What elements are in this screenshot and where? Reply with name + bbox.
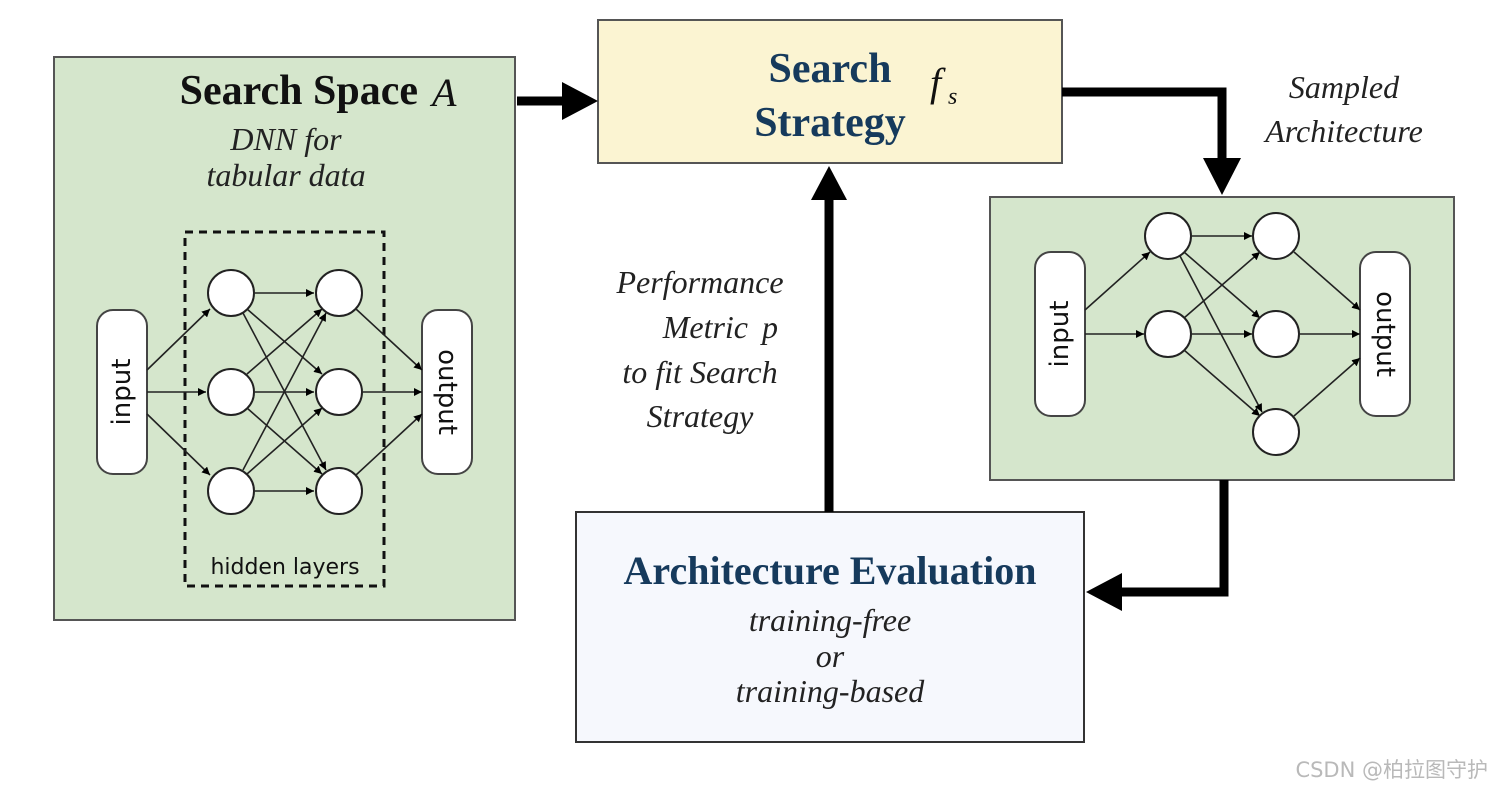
- neuron-l2-1: [315, 269, 363, 317]
- sampled-neuron-l2-1: [1252, 212, 1300, 260]
- search-space-panel: Search Space A DNN for tabular data hidd…: [53, 56, 516, 621]
- neuron-l1-3: [207, 467, 255, 515]
- watermark: CSDN @柏拉图守护: [1295, 758, 1488, 782]
- search-strategy-box: [597, 19, 1063, 164]
- arrow-strategy-to-sampled: [1062, 87, 1241, 195]
- arrow-evaluation-to-strategy: [811, 166, 847, 512]
- evaluation-line-1: training-free: [749, 602, 911, 638]
- search-space-subtitle-1: DNN for: [229, 121, 342, 157]
- evaluation-line-3: training-based: [736, 673, 925, 709]
- sampled-output-label: output: [1370, 291, 1400, 377]
- search-strategy-panel: Search Strategy f s: [597, 19, 1063, 164]
- neuron-l1-1: [207, 269, 255, 317]
- performance-line-3: to fit Search: [622, 354, 777, 390]
- sampled-neuron-l2-3: [1252, 408, 1300, 456]
- hidden-layers-box: [183, 230, 386, 588]
- sampled-neuron-l1-1: [1144, 212, 1192, 260]
- architecture-evaluation-box: [575, 511, 1085, 743]
- performance-label: Performance Metric p to fit Search Strat…: [615, 264, 783, 434]
- search-strategy-title-1: Search: [769, 46, 892, 92]
- input-label: input: [107, 359, 137, 426]
- search-space-subtitle-2: tabular data: [206, 157, 365, 193]
- sampled-edges: [1084, 232, 1361, 417]
- search-strategy-symbol-sub: s: [948, 84, 957, 110]
- search-space-title: Search Space: [180, 68, 418, 114]
- sampled-label-1: Sampled: [1289, 69, 1400, 105]
- neuron-l2-3: [315, 467, 363, 515]
- performance-line-4: Strategy: [647, 398, 754, 434]
- search-space-edges: [146, 289, 423, 495]
- performance-symbol: p: [760, 309, 778, 345]
- sampled-input-label: input: [1045, 301, 1075, 368]
- hidden-layers-label: hidden layers: [210, 555, 359, 580]
- sampled-neuron-l2-2: [1252, 310, 1300, 358]
- architecture-evaluation-panel: Architecture Evaluation training-free or…: [575, 511, 1085, 743]
- sampled-architecture-panel: Sampled Architecture input output: [989, 69, 1455, 481]
- neuron-l1-2: [207, 368, 255, 416]
- evaluation-title: Architecture Evaluation: [624, 548, 1037, 593]
- search-space-symbol: A: [429, 70, 457, 115]
- sampled-neuron-l1-2: [1144, 310, 1192, 358]
- performance-line-2: Metric: [662, 309, 748, 345]
- evaluation-line-2: or: [816, 638, 845, 674]
- arrow-space-to-strategy: [517, 82, 598, 120]
- performance-line-1: Performance: [615, 264, 783, 300]
- arrow-sampled-to-evaluation: [1086, 480, 1229, 611]
- output-label: output: [432, 349, 462, 435]
- neuron-l2-2: [315, 368, 363, 416]
- sampled-label-2: Architecture: [1263, 113, 1423, 149]
- search-strategy-title-2: Strategy: [754, 100, 906, 146]
